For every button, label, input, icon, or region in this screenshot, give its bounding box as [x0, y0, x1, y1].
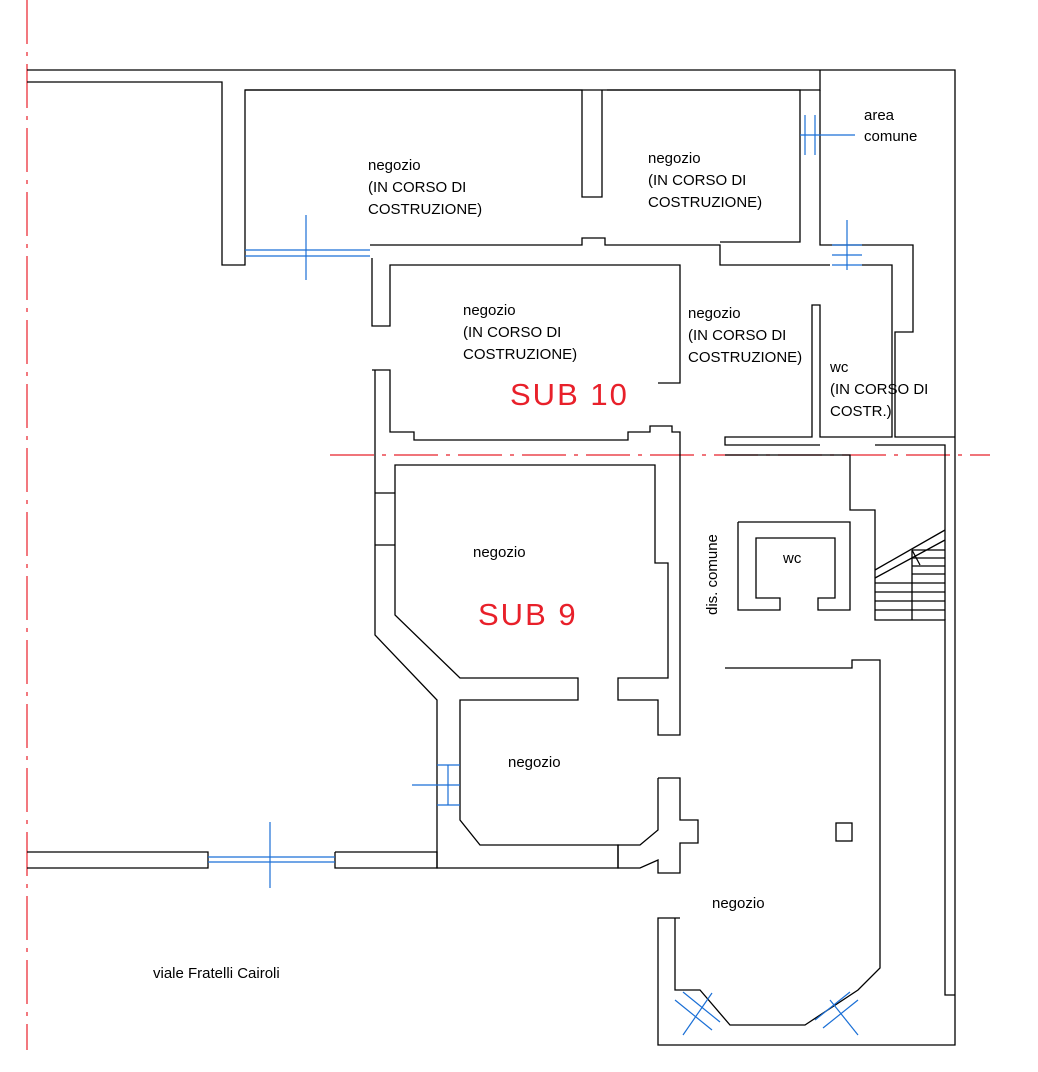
outer-boundary-top: [27, 69, 956, 1046]
room-label-lower-right: negozio: [712, 895, 765, 912]
window-bay-right: [814, 991, 859, 1036]
wall-top-left-shop-bottom: [371, 258, 681, 384]
window-bay-left: [674, 991, 721, 1036]
wall-stairs-enclosure: [875, 444, 946, 620]
room-label-mid-left-1: negozio: [463, 302, 516, 319]
wall-top-left-shop: [245, 89, 603, 198]
wall-corridor-right: [725, 454, 955, 996]
room-label-wc-upper-1: wc: [829, 359, 849, 376]
unit-label-sub10: SUB 10: [510, 377, 629, 412]
room-label-wc-upper-2: (IN CORSO DI: [830, 381, 928, 398]
wall-cross-column: [617, 777, 699, 874]
room-label-wc-lower: wc: [782, 550, 802, 567]
axis-lines: [26, 0, 990, 1050]
unit-labels: SUB 10 SUB 9: [478, 377, 629, 632]
windows: [208, 115, 862, 1036]
window-top-left: [245, 215, 370, 280]
room-label-wc-upper-3: COSTR.): [830, 403, 892, 420]
walls: [27, 69, 956, 1046]
room-label-top-right-2: (IN CORSO DI: [648, 172, 746, 189]
wall-top-inner: [370, 237, 830, 266]
wall-upper-wc: [724, 264, 893, 446]
room-labels: negozio (IN CORSO DI COSTRUZIONE) negozi…: [368, 107, 928, 912]
room-label-sub9-negozio: negozio: [473, 544, 526, 561]
wall-street-front-right: [334, 851, 438, 869]
room-label-top-right-1: negozio: [648, 150, 701, 167]
room-label-top-left-3: COSTRUZIONE): [368, 201, 482, 218]
room-label-top-left-2: (IN CORSO DI: [368, 179, 466, 196]
window-area-comune: [800, 115, 855, 155]
wall-pillar: [835, 822, 853, 842]
window-lower-left: [412, 764, 460, 806]
room-label-mid-right-3: COSTRUZIONE): [688, 349, 802, 366]
wall-lower-right-shop: [674, 659, 881, 1026]
outer-boundary-inner-top: [27, 70, 821, 266]
room-label-mid-right-1: negozio: [688, 305, 741, 322]
window-wc-upper: [832, 220, 862, 270]
room-label-corridor: dis. comune: [704, 534, 721, 615]
room-label-mid-left-2: (IN CORSO DI: [463, 324, 561, 341]
room-label-mid-left-3: COSTRUZIONE): [463, 346, 577, 363]
street-name: viale Fratelli Cairoli: [153, 965, 280, 982]
room-label-top-right-3: COSTRUZIONE): [648, 194, 762, 211]
room-label-area-comune-1: area: [864, 107, 895, 124]
wall-street-front: [27, 851, 209, 869]
window-street: [208, 822, 335, 888]
unit-label-sub9: SUB 9: [478, 597, 578, 632]
room-label-area-comune-2: comune: [864, 128, 917, 145]
room-label-lower-left: negozio: [508, 754, 561, 771]
wall-area-comune-divider: [819, 90, 955, 438]
wall-top-right-shop: [607, 89, 801, 243]
wall-lower-wc: [737, 521, 851, 611]
stairs: [874, 529, 946, 620]
room-label-mid-right-2: (IN CORSO DI: [688, 327, 786, 344]
room-label-top-left-1: negozio: [368, 157, 421, 174]
